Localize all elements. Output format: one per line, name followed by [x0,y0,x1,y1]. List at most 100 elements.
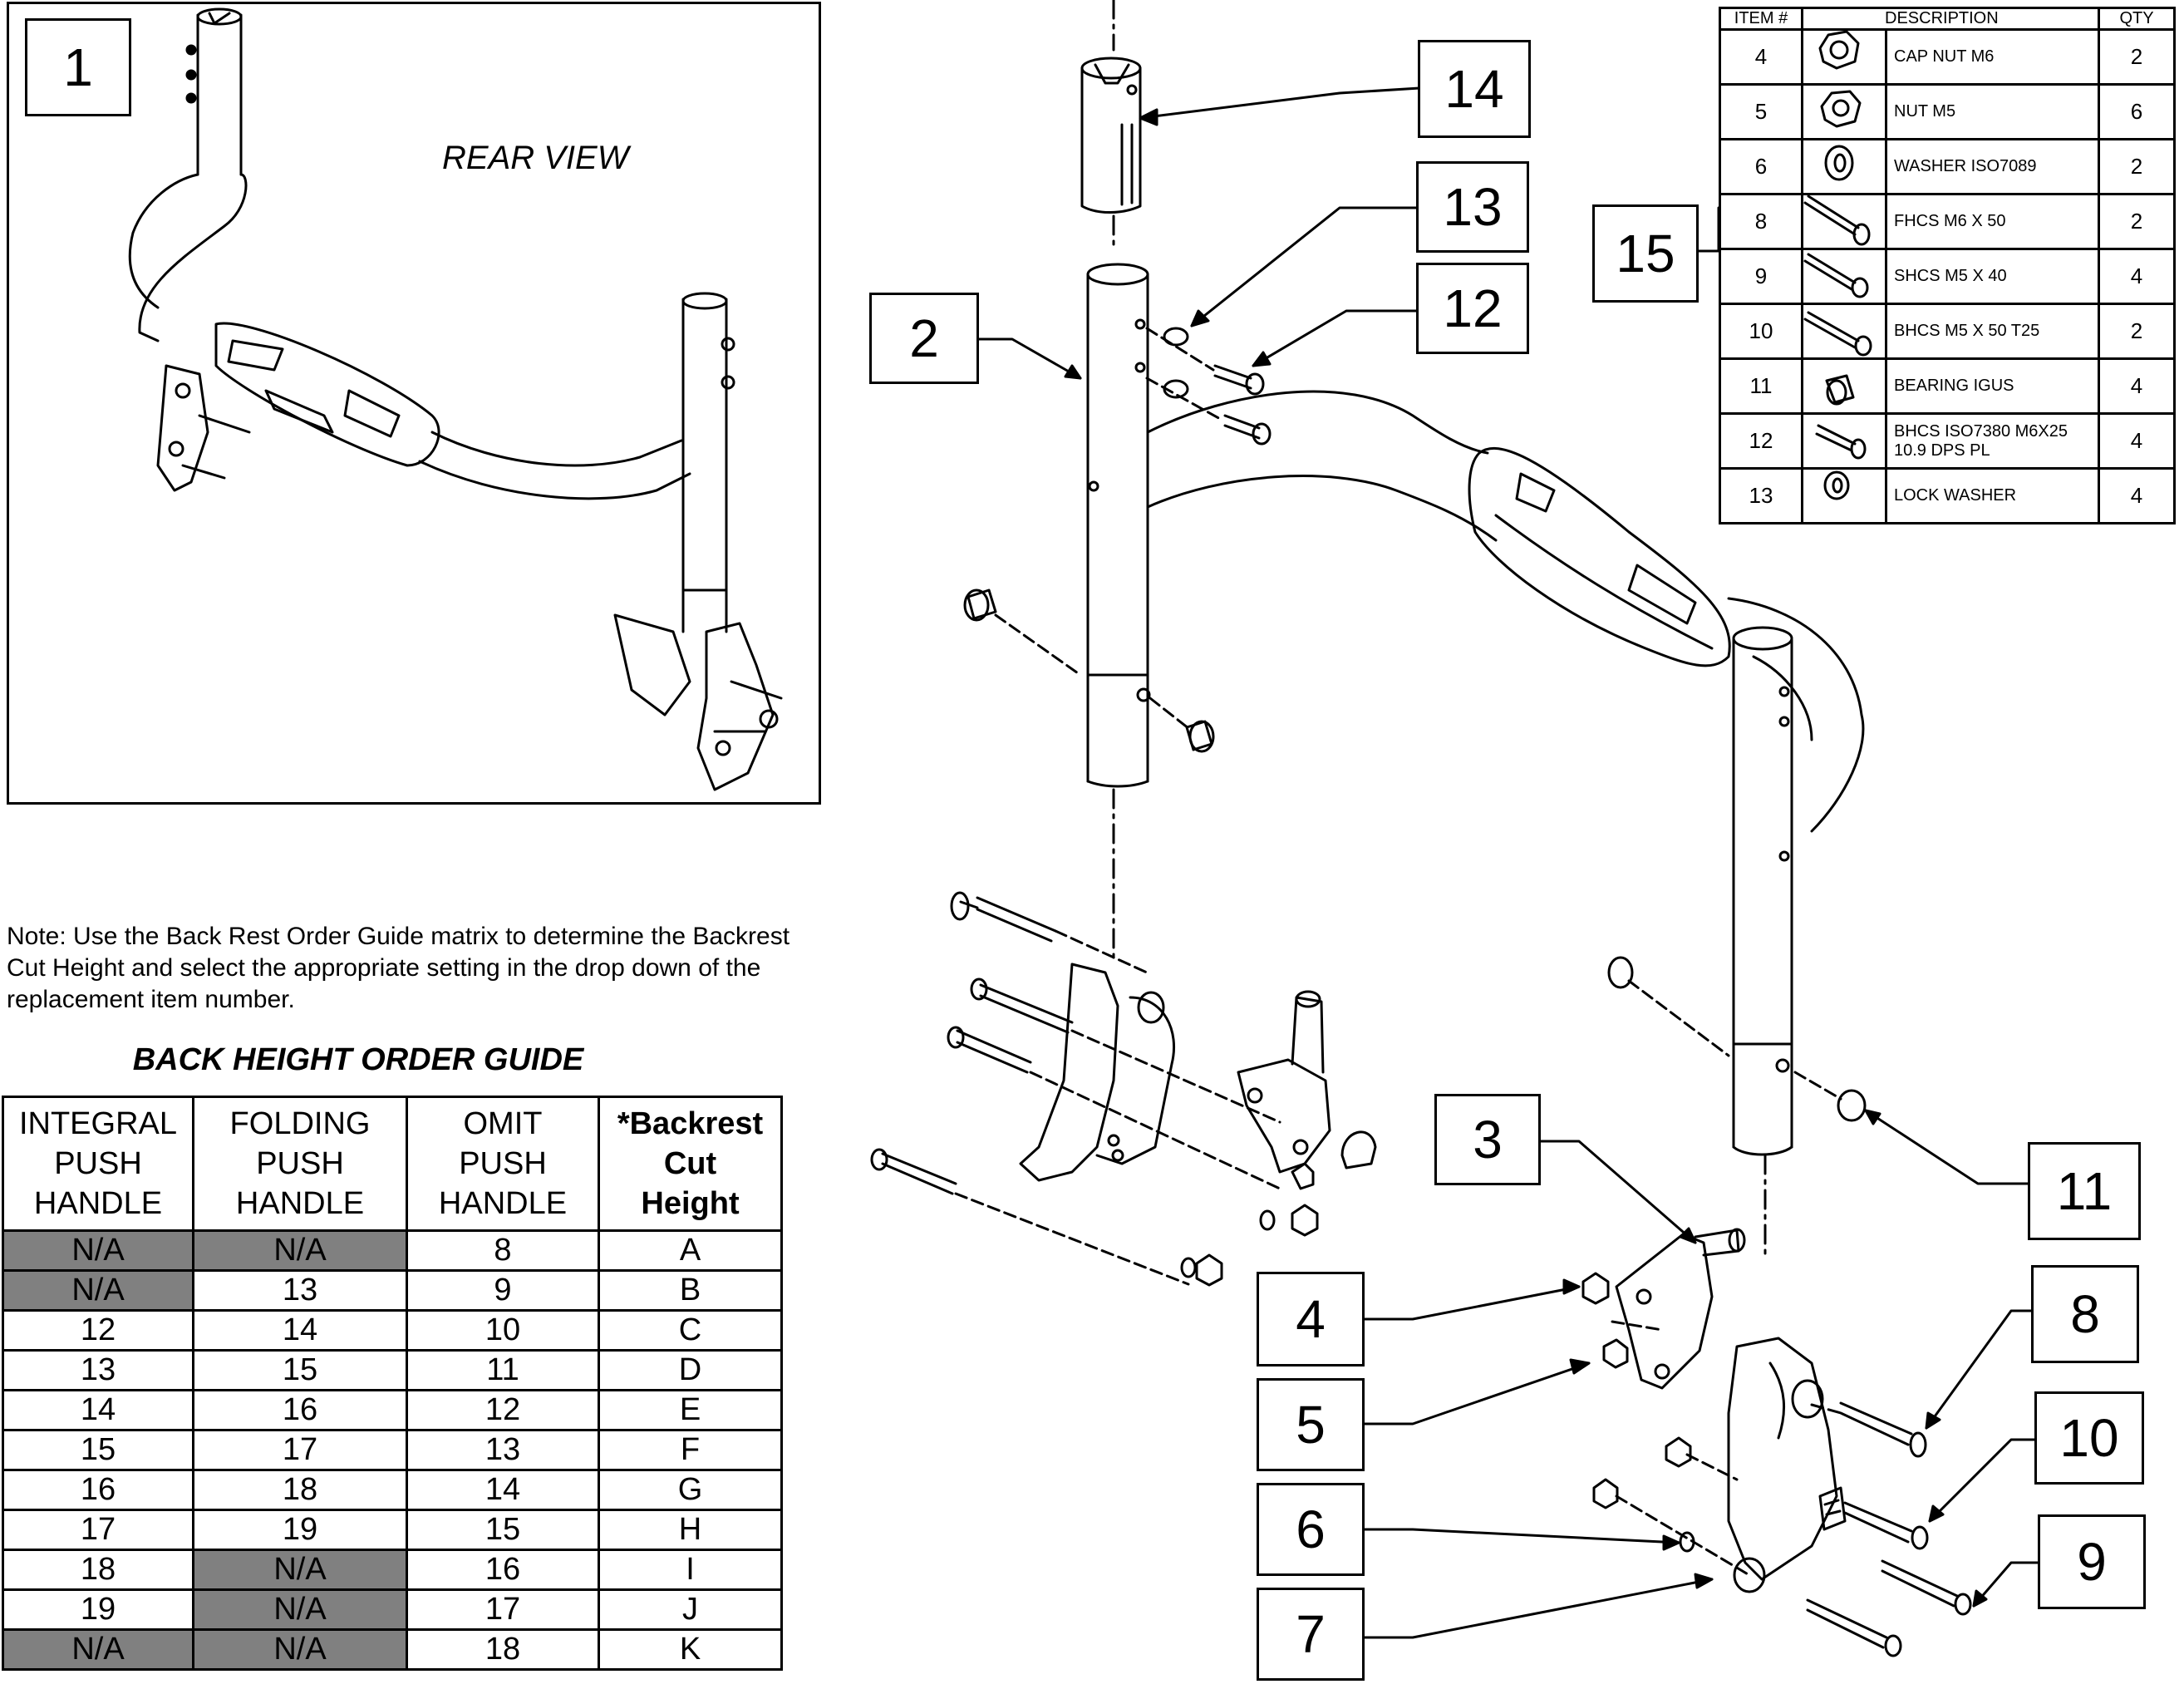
table-cell [1801,138,1887,195]
table-cell: 11 [406,1349,600,1391]
rear-view-drawing [128,7,783,791]
table-cell: E [598,1389,783,1431]
table-cell: F [598,1429,783,1471]
table-cell: CAP NUT M6 [1885,28,2100,86]
table-cell [1801,248,1887,305]
parts-header-description: DESCRIPTION [1801,7,2100,31]
table-cell: 13 [1719,467,1803,524]
table-cell: BEARING IGUS [1885,357,2100,415]
table-cell: 15 [406,1509,600,1551]
table-cell: J [598,1588,783,1631]
callout-4: 4 [1257,1272,1365,1366]
table-cell: 12 [406,1389,600,1431]
main-assembly-drawing [870,0,2041,1657]
callout-11: 11 [2028,1142,2141,1240]
table-cell: 17 [192,1429,408,1471]
table-cell [1801,357,1887,415]
table-cell: 4 [2098,248,2176,305]
table-cell: 4 [2098,467,2176,524]
table-cell: 2 [2098,193,2176,250]
table-cell: 8 [406,1229,600,1272]
callout-15: 15 [1592,204,1699,303]
callout-13: 13 [1416,161,1529,253]
table-cell: 4 [2098,357,2176,415]
rear-view-inset [7,2,821,805]
rear-view-title: REAR VIEW [442,140,629,176]
table-cell: 13 [192,1269,408,1312]
table-cell: K [598,1628,783,1671]
table-cell: 14 [2,1389,194,1431]
table-cell [1801,303,1887,360]
table-cell: N/A [2,1229,194,1272]
table-cell: 17 [406,1588,600,1631]
table-cell: 18 [192,1469,408,1511]
table-cell: FHCS M6 X 50 [1885,193,2100,250]
table-cell: 4 [1719,28,1803,86]
table-cell: BHCS M5 X 50 T25 [1885,303,2100,360]
table-cell: 5 [1719,83,1803,140]
table-cell: A [598,1229,783,1272]
table-cell [1801,412,1887,470]
callout-7: 7 [1257,1588,1365,1681]
table-cell: SHCS M5 X 40 [1885,248,2100,305]
parts-header-row: ITEM # DESCRIPTION QTY [1719,7,2176,31]
table-cell: 15 [2,1429,194,1471]
table-cell: N/A [192,1229,408,1272]
callout-2: 2 [869,293,979,384]
order-guide-note: Note: Use the Back Rest Order Guide matr… [7,923,790,1013]
parts-header-item: ITEM # [1719,7,1803,31]
table-cell: 2 [2098,303,2176,360]
table-cell: 12 [1719,412,1803,470]
table-cell [1801,193,1887,250]
table-cell: 19 [2,1588,194,1631]
table-cell: 19 [192,1509,408,1551]
table-cell: D [598,1349,783,1391]
callout-9: 9 [2038,1514,2146,1609]
table-cell: 14 [406,1469,600,1511]
callout-14: 14 [1418,40,1531,138]
table-cell: 17 [2,1509,194,1551]
table-cell: H [598,1509,783,1551]
table-cell: B [598,1269,783,1312]
table-cell: 15 [192,1349,408,1391]
table-cell: 13 [2,1349,194,1391]
table-cell: N/A [2,1269,194,1312]
table-cell: 12 [2,1309,194,1352]
callout-12: 12 [1416,263,1529,354]
table-cell [1801,467,1887,524]
table-cell: LOCK WASHER [1885,467,2100,524]
callout-10: 10 [2034,1391,2144,1485]
table-cell: 8 [1719,193,1803,250]
parts-header-qty: QTY [2098,7,2176,31]
table-cell: 18 [406,1628,600,1671]
table-cell: 10 [1719,303,1803,360]
table-cell [1801,28,1887,86]
table-cell [1801,83,1887,140]
callout-5: 5 [1257,1378,1365,1471]
callout-1: 1 [25,18,131,116]
table-cell: N/A [2,1628,194,1671]
table-cell: N/A [192,1549,408,1591]
table-cell: 2 [2098,138,2176,195]
table-cell: 18 [2,1549,194,1591]
table-cell: 10 [406,1309,600,1352]
table-cell: 16 [406,1549,600,1591]
